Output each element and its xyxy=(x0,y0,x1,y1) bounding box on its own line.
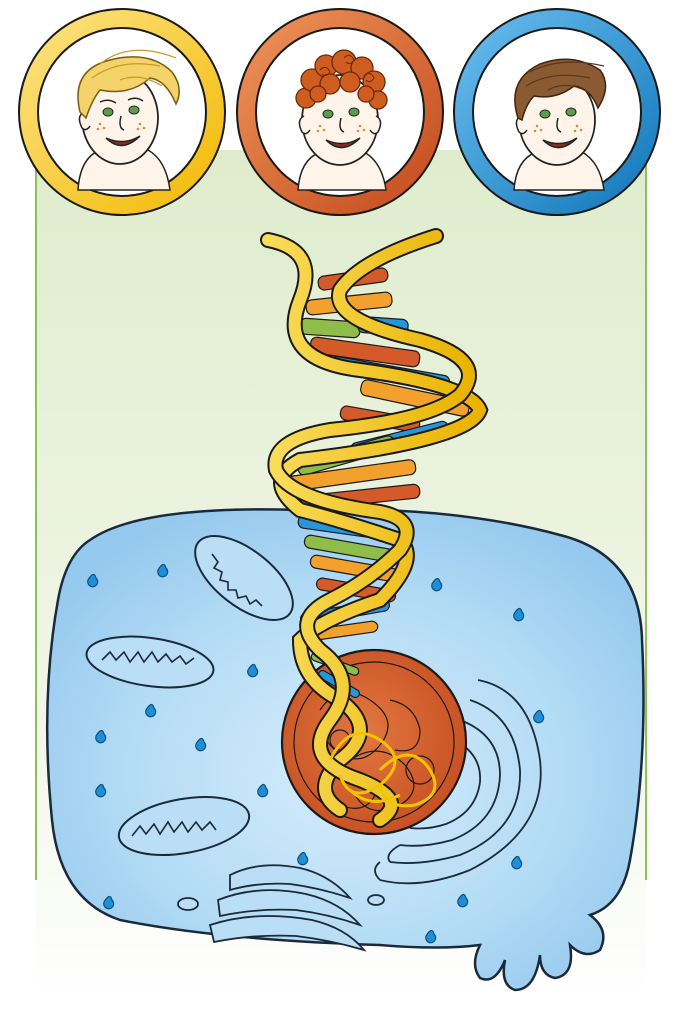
face-red-curly xyxy=(296,50,387,190)
face-brown xyxy=(514,59,606,190)
portrait-blond-hair xyxy=(19,9,225,215)
portrait-red-curly-hair xyxy=(237,9,443,215)
portrait-brown-hair xyxy=(454,9,660,215)
